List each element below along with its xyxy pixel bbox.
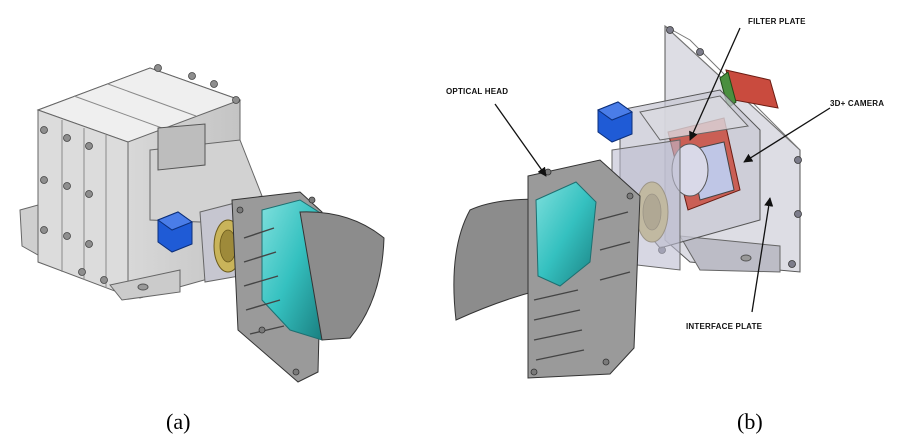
- optical-head-a: [231, 191, 385, 383]
- panel-a-assembly: [19, 64, 385, 383]
- camera-housing: [619, 89, 761, 249]
- panel-b-assembly: [453, 24, 831, 379]
- connector-block-b: [596, 101, 634, 143]
- label-optical-head: OPTICAL HEAD: [446, 87, 509, 96]
- caption-panel-b: (b): [737, 409, 763, 434]
- arrow-interface-plate: [751, 197, 774, 313]
- label-filter-plate: FILTER PLATE: [748, 17, 806, 26]
- connector-block-a: [156, 211, 194, 253]
- housing-bolts: [40, 64, 240, 284]
- camera-board: [719, 69, 779, 109]
- label-camera: 3D+ CAMERA: [830, 99, 885, 108]
- optical-head-b: [453, 159, 641, 379]
- label-interface-plate: INTERFACE PLATE: [686, 322, 763, 331]
- callout-arrows: [494, 27, 831, 313]
- arrow-camera: [743, 107, 831, 163]
- arrow-filter-plate: [689, 27, 741, 141]
- caption-panel-a: (a): [166, 409, 191, 434]
- arrow-optical-head: [494, 103, 547, 177]
